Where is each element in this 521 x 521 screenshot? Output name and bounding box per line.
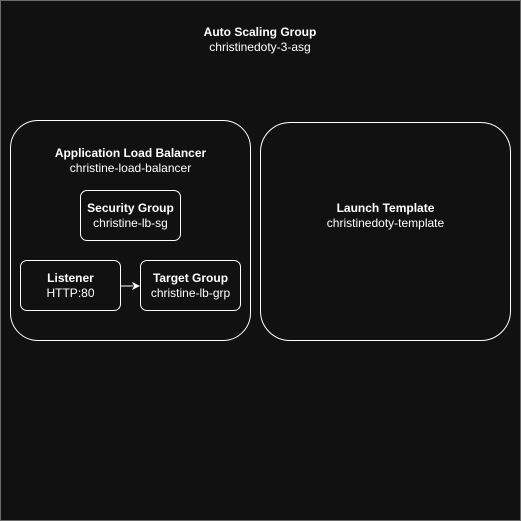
target-group-box[interactable]: Target Group christine-lb-grp xyxy=(140,260,241,311)
listener-name: HTTP:80 xyxy=(46,286,95,300)
security-group-label: Security Group christine-lb-sg xyxy=(81,201,180,231)
alb-label: Application Load Balancer christine-load… xyxy=(11,146,250,176)
asg-label: Auto Scaling Group christinedoty-3-asg xyxy=(160,25,360,55)
listener-title: Listener xyxy=(47,271,94,285)
security-group-name: christine-lb-sg xyxy=(93,216,168,230)
listener-box[interactable]: Listener HTTP:80 xyxy=(20,260,121,311)
target-group-label: Target Group christine-lb-grp xyxy=(141,271,240,301)
asg-title: Auto Scaling Group xyxy=(203,25,317,39)
launch-template-name: christinedoty-template xyxy=(326,216,445,230)
alb-title: Application Load Balancer xyxy=(54,146,207,160)
alb-name: christine-load-balancer xyxy=(69,161,192,175)
launch-template-label: Launch Template christinedoty-template xyxy=(261,201,510,231)
listener-to-target-arrow xyxy=(121,282,140,290)
launch-template-title: Launch Template xyxy=(336,201,435,215)
launch-template-box[interactable]: Launch Template christinedoty-template xyxy=(260,122,511,341)
target-group-name: christine-lb-grp xyxy=(150,286,231,300)
security-group-box[interactable]: Security Group christine-lb-sg xyxy=(80,190,181,241)
target-group-title: Target Group xyxy=(152,271,229,285)
security-group-title: Security Group xyxy=(87,201,174,215)
listener-label: Listener HTTP:80 xyxy=(21,271,120,301)
asg-name: christinedoty-3-asg xyxy=(209,40,311,54)
alb-box[interactable]: Application Load Balancer christine-load… xyxy=(10,120,251,341)
